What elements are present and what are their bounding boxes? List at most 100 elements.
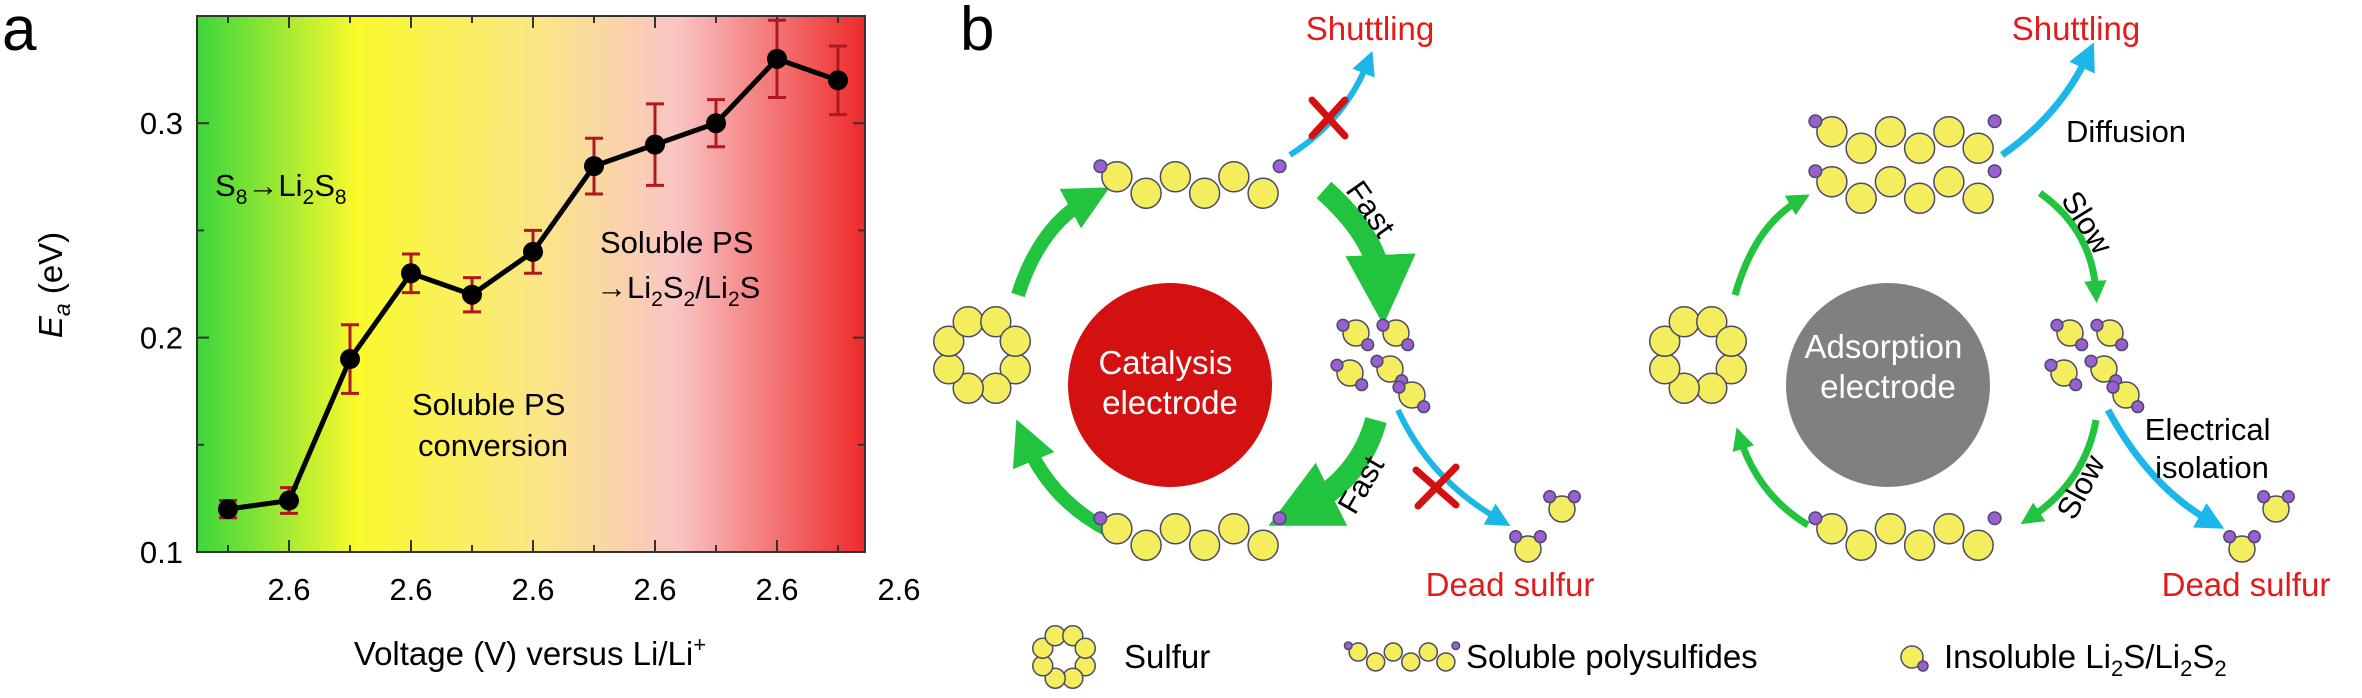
lithium-atom: [1987, 164, 2002, 179]
data-point: [340, 349, 360, 370]
adsorption-cycle: Adsorption electrode Shuttling Diffusion…: [1648, 10, 2331, 603]
slow-label-bottom: Slow: [2050, 449, 2113, 525]
data-point: [218, 499, 238, 520]
lithium-atom: [2090, 318, 2104, 332]
polysulfide-chain-right-top-1: [1808, 114, 2002, 164]
legend-sulfur-label: Sulfur: [1124, 638, 1210, 675]
data-point: [706, 113, 726, 134]
sulfur-atom: [1648, 353, 1681, 385]
shuttling-label-left: Shuttling: [1306, 10, 1434, 47]
panel-b: b Catalysis electrode Shuttling: [932, 0, 2331, 689]
lithium-atom: [1401, 338, 1415, 352]
green-arrow-left-top: [1011, 187, 1110, 298]
lithium-atom: [1336, 318, 1350, 332]
dead-sulfur-cluster-left: [1509, 490, 1581, 563]
sulfur-atom: [1668, 372, 1700, 405]
lithium-atom: [1567, 490, 1581, 504]
lithium-atom: [1808, 114, 1823, 129]
sulfur-atom: [1715, 325, 1748, 357]
data-point: [279, 490, 299, 511]
sulfur-atom: [999, 325, 1032, 357]
legend-soluble-label: Soluble polysulfides: [1466, 638, 1758, 675]
shuttling-label-right: Shuttling: [2012, 10, 2140, 47]
green-arrow-slow-top: [2037, 190, 2107, 304]
sulfur-atom: [1903, 132, 1936, 164]
sulfur-atom: [2112, 381, 2140, 409]
sulfur-atom: [1074, 637, 1096, 659]
data-points: [218, 48, 848, 520]
catalysis-electrode: [1068, 283, 1272, 487]
cross-shuttling-icon: [1308, 96, 1349, 140]
sulfur-atom: [2090, 355, 2118, 383]
short-polysulfides-left: [1330, 318, 1431, 414]
data-point: [462, 284, 482, 305]
sulfur-atom: [1376, 355, 1404, 383]
sulfur-atom: [1816, 166, 1848, 198]
lithium-atom: [1987, 114, 2002, 129]
lithium-atom: [1808, 511, 1823, 526]
green-arrow-right-left-bottom: [1732, 427, 1810, 529]
dead-sulfur-label-right: Dead sulfur: [2162, 566, 2331, 603]
x-axis-label: Voltage (V) versus Li/Li+: [354, 632, 706, 672]
sulfur-atom: [1436, 652, 1456, 672]
error-bars: [219, 18, 847, 520]
lithium-atom: [1987, 511, 2002, 526]
sulfur-atom: [1696, 372, 1728, 405]
sulfur-atom: [1874, 116, 1907, 148]
lithium-atom: [1533, 530, 1547, 544]
lithium-atom: [1543, 490, 1557, 504]
sulfur-ring-left: [932, 305, 1032, 405]
lithium-atom: [1361, 338, 1375, 352]
sulfur-atom: [1874, 166, 1907, 198]
sulfur-atom: [1336, 359, 1364, 387]
lithium-atom: [1272, 159, 1287, 174]
sulfur-atom: [1247, 177, 1279, 209]
lithium-atom: [1417, 400, 1431, 414]
panel-b-label: b: [960, 0, 994, 64]
lithium-atom: [1392, 380, 1406, 394]
sulfur-atom: [1218, 161, 1250, 193]
sulfur-atom: [1514, 535, 1542, 563]
sulfur-atom: [1218, 513, 1250, 545]
data-point: [767, 48, 787, 69]
region-label-s8: S8→Li2S8: [215, 168, 347, 209]
sulfur-atom: [1188, 529, 1221, 561]
short-polysulfides-right: [2044, 318, 2145, 414]
sulfur-atom: [980, 305, 1012, 338]
x-tick-label: 2.6: [267, 572, 310, 607]
x-tick-label: 2.6: [511, 572, 554, 607]
lithium-atom: [1093, 159, 1108, 174]
sulfur-atom: [1962, 182, 1994, 214]
sulfur-atom: [1962, 132, 1994, 164]
lithium-atom: [1272, 511, 1287, 526]
y-tick-label: 0.2: [140, 321, 183, 356]
sulfur-atom: [1101, 161, 1133, 193]
sulfur-atom: [1365, 652, 1386, 672]
lithium-atom: [2044, 358, 2058, 372]
green-arrow-fast-bottom: [1268, 416, 1387, 526]
sulfur-atom: [1903, 529, 1936, 561]
sulfur-atom: [1874, 513, 1907, 545]
sulfur-atom: [1342, 319, 1370, 347]
sulfur-atom: [1845, 529, 1877, 561]
cross-dead-icon: [1412, 463, 1460, 510]
sulfur-atom: [1816, 513, 1848, 545]
lithium-atom: [1343, 641, 1353, 651]
region-label-conversion: Soluble PS conversion: [412, 387, 574, 463]
blue-arrow-diffusion: [2000, 42, 2095, 158]
lithium-atom: [1370, 354, 1384, 368]
lithium-atom: [1330, 358, 1344, 372]
sulfur-atom: [1130, 529, 1162, 561]
fast-label-bottom: Fast: [1331, 450, 1392, 520]
lithium-atom: [1917, 660, 1929, 672]
panel-a-label: a: [2, 0, 37, 64]
x-tick-label: 2.6: [755, 572, 798, 607]
sulfur-atom: [1382, 319, 1410, 347]
legend: Sulfur Soluble polysulfides Insoluble Li…: [1032, 625, 2227, 689]
slow-label-top: Slow: [2054, 185, 2120, 261]
lithium-atom: [1355, 378, 1369, 392]
x-tick-label: 2.6: [389, 572, 432, 607]
sulfur-atom: [1247, 529, 1279, 561]
